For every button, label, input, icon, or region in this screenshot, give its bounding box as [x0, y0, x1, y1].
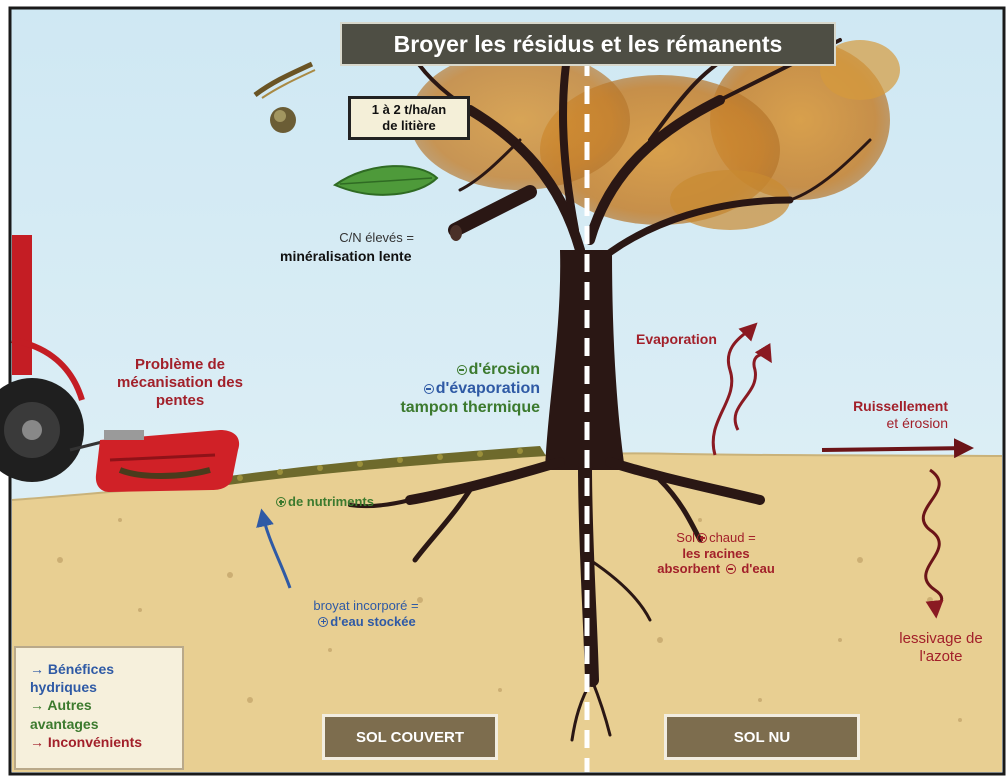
- minus-icon: [456, 365, 467, 375]
- evaporation-arrows: [711, 322, 772, 456]
- litter-rate-box: 1 à 2 t/ha/an de litière: [348, 96, 470, 140]
- sol-couvert-button[interactable]: SOL COUVERT: [322, 714, 498, 760]
- title-banner: Broyer les résidus et les rémanents: [340, 22, 836, 66]
- mechanisation-line1: Problème de: [134, 356, 226, 373]
- mechanisation-line3: pentes: [155, 392, 205, 409]
- mechanisation-label: Problème de mécanisation des pentes: [100, 356, 260, 410]
- minus-icon: [725, 564, 736, 575]
- tree-branches: [408, 36, 872, 264]
- evaporation-benefit: d'évaporation: [340, 379, 540, 398]
- arrow-right-icon: →: [30, 733, 44, 750]
- runoff-line1: Ruissellement: [853, 398, 948, 414]
- erosion-benefit: d'érosion: [340, 360, 540, 379]
- soil: [12, 453, 1002, 772]
- shredder-machine: [95, 430, 240, 492]
- residue-twig: [253, 61, 316, 99]
- leaching-arrow: [921, 468, 944, 619]
- cn-line1: C/N élevés =: [339, 230, 414, 245]
- cn-label: C/N élevés =: [254, 230, 414, 246]
- leaching-label: lessivage de l'azote: [886, 630, 996, 666]
- evaporation-label: Evaporation: [636, 331, 717, 347]
- sol-nu-button[interactable]: SOL NU: [664, 714, 860, 760]
- tractor: [0, 235, 111, 482]
- cn-line2: minéralisation lente: [280, 248, 412, 264]
- residue-clump: [270, 107, 296, 133]
- legend-item-other: → Autres avantages: [30, 697, 99, 732]
- runoff-label: Ruissellement et érosion: [800, 398, 948, 432]
- mechanisation-line2: mécanisation des: [117, 374, 243, 391]
- residue-leaf: [332, 165, 439, 196]
- legend-item-water: → Bénéfices hydriques: [30, 661, 115, 696]
- incorporated-line2: d'eau stockée: [286, 614, 446, 630]
- water-stored-arrow: [256, 508, 292, 589]
- incorporated-label: broyat incorporé = d'eau stockée: [286, 598, 446, 629]
- runoff-arrow: [821, 438, 974, 459]
- warm-soil-line3: absorbent d'eau: [657, 561, 775, 577]
- minus-icon: [423, 384, 434, 395]
- leaching-line1: lessivage de: [899, 630, 983, 647]
- residue-log: [448, 185, 537, 241]
- plus-icon: [318, 616, 329, 627]
- plus-icon: [697, 533, 708, 543]
- legend-item-drawback: → Inconvénients: [30, 733, 143, 750]
- arrow-right-icon: →: [30, 661, 44, 677]
- covered-benefits: d'érosion d'évaporation tampon thermique: [340, 360, 540, 418]
- runoff-line2: et érosion: [886, 414, 948, 431]
- mulch-layer: [215, 446, 546, 486]
- tree-trunk: [545, 250, 625, 470]
- tree-foliage: [410, 40, 900, 230]
- leaching-line2: l'azote: [919, 648, 963, 665]
- legend: → Bénéfices hydriques → Autres avantages…: [14, 646, 184, 770]
- litter-rate-line1: 1 à 2 t/ha/an: [371, 102, 447, 117]
- incorporated-line1: broyat incorporé =: [313, 598, 419, 613]
- thermal-benefit: tampon thermique: [400, 399, 540, 417]
- plus-icon: [276, 497, 286, 507]
- arrow-right-icon: →: [30, 697, 44, 714]
- warm-soil-line2: les racines: [682, 545, 750, 561]
- nutrients-label: de nutriments: [274, 494, 374, 510]
- litter-rate-line2: de litière: [382, 118, 436, 134]
